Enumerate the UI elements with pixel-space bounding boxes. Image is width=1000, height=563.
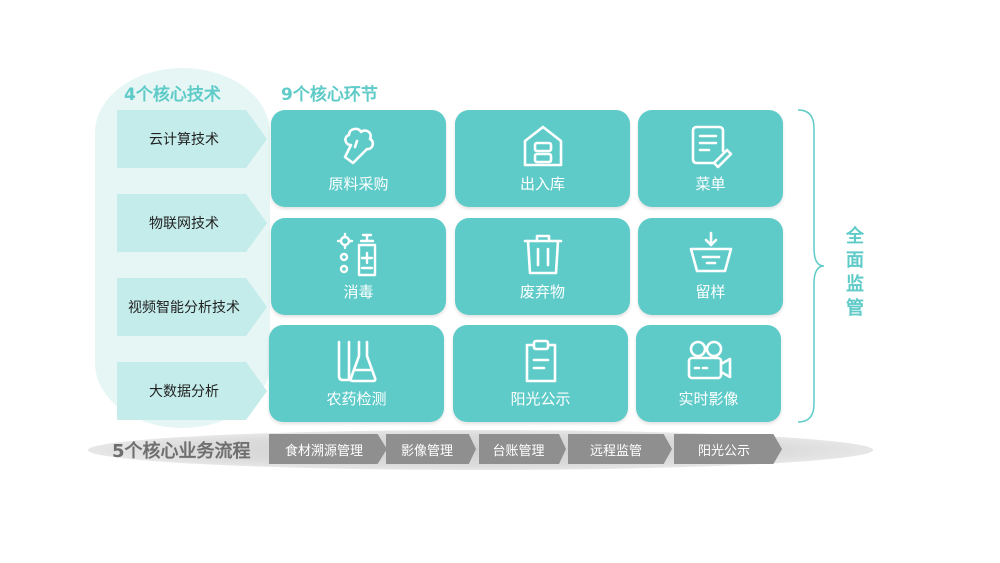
tech-item-iot: 物联网技术: [117, 194, 267, 252]
menu-icon: [691, 125, 732, 169]
stage-label: 出入库: [519, 175, 565, 193]
stage-label: 实时影像: [678, 390, 739, 408]
stage-tile-pesticide-test[interactable]: 农药检测: [269, 325, 444, 422]
stage-label: 废弃物: [519, 283, 565, 301]
stage-tile-public-notice[interactable]: 阳光公示: [453, 325, 628, 422]
disinfect-icon: [336, 232, 376, 277]
flow-step-traceability[interactable]: 食材溯源管理: [269, 434, 387, 464]
stage-tile-menu[interactable]: 菜单: [638, 110, 783, 207]
supervision-char: 面: [846, 250, 864, 271]
stage-tile-raw-purchase[interactable]: 原料采购: [271, 110, 446, 207]
flow-step-video-management[interactable]: 影像管理: [386, 434, 476, 464]
supervision-char: 管: [846, 298, 864, 319]
broccoli-icon: [343, 127, 374, 165]
supervision-char: 监: [846, 274, 864, 295]
stage-label: 消毒: [343, 283, 374, 301]
core-tech-heading: 4个核心技术: [124, 85, 221, 105]
stage-tile-sample[interactable]: 留样: [638, 218, 783, 315]
stage-tile-live-video[interactable]: 实时影像: [636, 325, 781, 422]
stage-label: 菜单: [695, 175, 726, 193]
tech-item-cloud: 云计算技术: [117, 110, 267, 168]
supervision-bracket: [797, 109, 825, 423]
clipboard-icon: [525, 339, 556, 383]
flow-step-ledger[interactable]: 台账管理: [479, 434, 566, 464]
stage-label: 原料采购: [328, 175, 389, 193]
flow-step-public-notice[interactable]: 阳光公示: [674, 434, 782, 464]
core-flow-heading: 5个核心业务流程: [112, 441, 251, 462]
stage-label: 留样: [695, 283, 726, 301]
stage-tile-waste[interactable]: 废弃物: [455, 218, 630, 315]
core-stage-heading: 9个核心环节: [281, 85, 378, 105]
tech-item-big-data: 大数据分析: [117, 362, 267, 420]
video-camera-icon: [687, 340, 731, 380]
trash-icon: [523, 234, 562, 275]
stage-tile-disinfect[interactable]: 消毒: [271, 218, 446, 315]
stage-tile-warehouse[interactable]: 出入库: [455, 110, 630, 207]
supervision-char: 全: [846, 226, 864, 247]
warehouse-icon: [523, 125, 562, 167]
tech-item-video-analysis: 视频智能分析技术: [117, 278, 267, 336]
sample-basket-icon: [689, 231, 732, 273]
stage-label: 阳光公示: [510, 390, 571, 408]
stage-label: 农药检测: [326, 390, 387, 408]
flow-step-remote-supervision[interactable]: 远程监管: [568, 434, 672, 464]
flask-icon: [337, 340, 377, 383]
